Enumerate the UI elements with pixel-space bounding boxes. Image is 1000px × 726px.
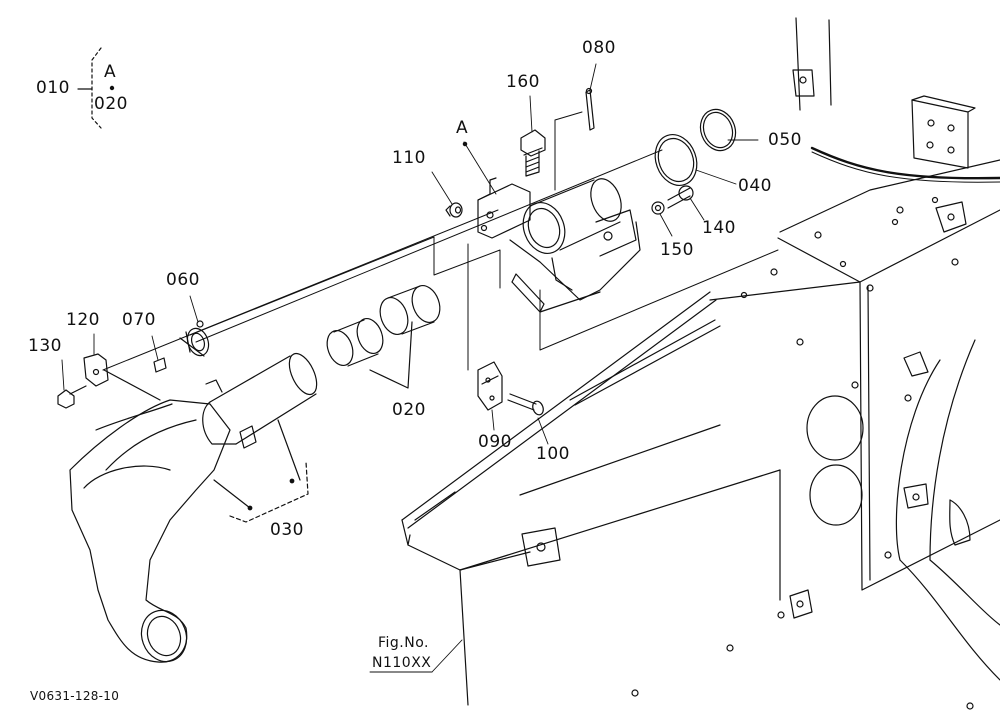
callout-100: 100 <box>536 444 570 464</box>
callout-110: 110 <box>392 148 426 168</box>
part-110-nut <box>445 202 463 218</box>
legend-part-number: 020 <box>94 94 128 114</box>
legend-reference-letter: A <box>104 62 117 82</box>
assembly-axis-lines <box>102 111 779 371</box>
part-040-ring <box>654 134 698 186</box>
part-030-steering-column <box>69 352 318 663</box>
leader-lines <box>61 63 759 673</box>
drawing-code: V0631-128-10 <box>30 689 120 703</box>
part-050-snap-ring <box>699 108 737 152</box>
callout-040: 040 <box>738 176 772 196</box>
callout-080: 080 <box>582 38 616 58</box>
callout-150: 150 <box>660 240 694 260</box>
part-100-bolt <box>507 393 544 416</box>
deck-plate <box>401 291 781 706</box>
part-130-bolt <box>57 385 87 409</box>
part-090-switch <box>477 361 503 411</box>
part-150-nut <box>651 201 665 215</box>
callout-140: 140 <box>702 218 736 238</box>
callout-050: 050 <box>768 130 802 150</box>
column-housing <box>477 177 641 313</box>
callout-060: 060 <box>166 270 200 290</box>
callout-ref-a: A <box>456 118 469 138</box>
legend-bracket <box>77 47 115 129</box>
legend-assembly-number: 010 <box>36 78 70 98</box>
callout-120: 120 <box>66 310 100 330</box>
part-060-clamp <box>179 320 210 357</box>
machine-frame <box>521 17 1000 710</box>
callout-030: 030 <box>270 520 304 540</box>
part-140-bolt <box>667 185 694 209</box>
figure-number: N110XX <box>372 655 432 671</box>
figure-label: Fig.No. <box>378 635 430 651</box>
callout-020: 020 <box>392 400 426 420</box>
callout-130: 130 <box>28 336 62 356</box>
callout-160: 160 <box>506 72 540 92</box>
part-020-bushings <box>326 285 441 389</box>
part-160-bolt <box>520 129 546 177</box>
part-120-plate <box>83 353 161 401</box>
callout-070: 070 <box>122 310 156 330</box>
callout-090: 090 <box>478 432 512 452</box>
part-070-pin <box>153 357 167 373</box>
part-080-pin <box>585 87 595 131</box>
